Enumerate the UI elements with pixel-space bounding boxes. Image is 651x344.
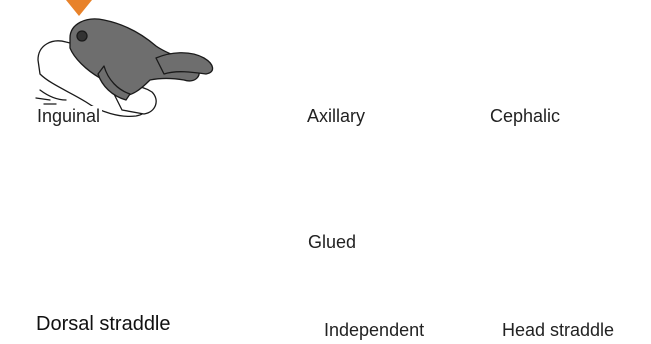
label-independent: Independent	[322, 320, 426, 340]
label-cephalic: Cephalic	[488, 106, 562, 126]
label-glued: Glued	[306, 232, 358, 252]
label-dorsal-straddle: Dorsal straddle	[34, 314, 173, 334]
label-inguinal: Inguinal	[35, 106, 102, 126]
marker-arrow-icon	[66, 0, 92, 16]
label-axillary: Axillary	[305, 106, 367, 126]
label-head-straddle: Head straddle	[500, 320, 616, 340]
inguinal-illustration	[36, 19, 213, 116]
